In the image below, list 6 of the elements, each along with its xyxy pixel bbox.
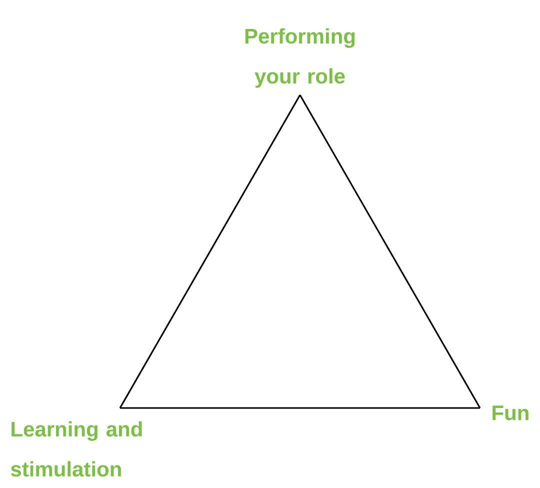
triangle-side — [120, 407, 480, 409]
triangle-side — [299, 94, 481, 408]
triangle-side — [119, 94, 301, 408]
vertex-label: Fun — [492, 406, 528, 420]
vertex-label: Performing your role — [245, 28, 355, 88]
vertex-label: Learning and stimulation — [10, 421, 142, 477]
